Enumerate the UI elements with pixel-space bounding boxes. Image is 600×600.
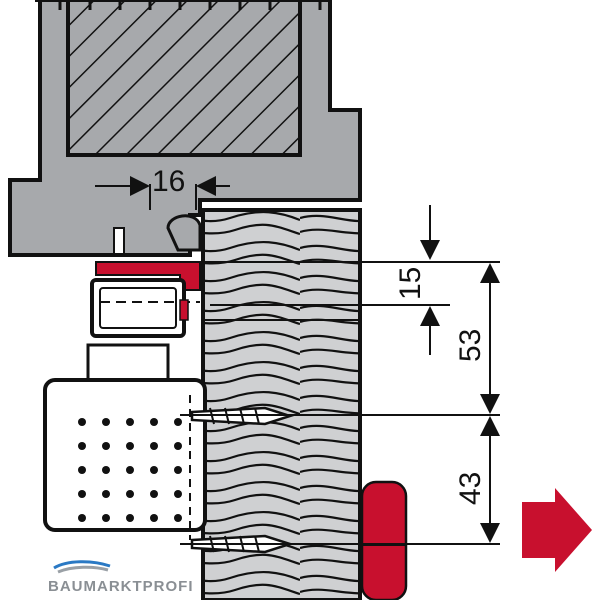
closer-vent-holes [78, 418, 182, 522]
frame-wood-block [66, 0, 302, 157]
dimension-label-16: 16 [152, 165, 185, 198]
brand-logo-icon [53, 560, 111, 574]
red-stop-block [360, 480, 408, 600]
dimension-label-15: 15 [394, 267, 427, 300]
door-frame [8, 0, 362, 257]
dimension-label-43: 43 [454, 472, 487, 505]
dimension-lines [95, 176, 500, 545]
door-closer-body [43, 343, 207, 540]
direction-arrow-icon [522, 488, 592, 572]
door-leaf [201, 208, 362, 600]
mounting-plate [90, 261, 201, 338]
dimension-label-53: 53 [454, 329, 487, 362]
brand-name: BAUMARKTPROFI [48, 578, 194, 595]
